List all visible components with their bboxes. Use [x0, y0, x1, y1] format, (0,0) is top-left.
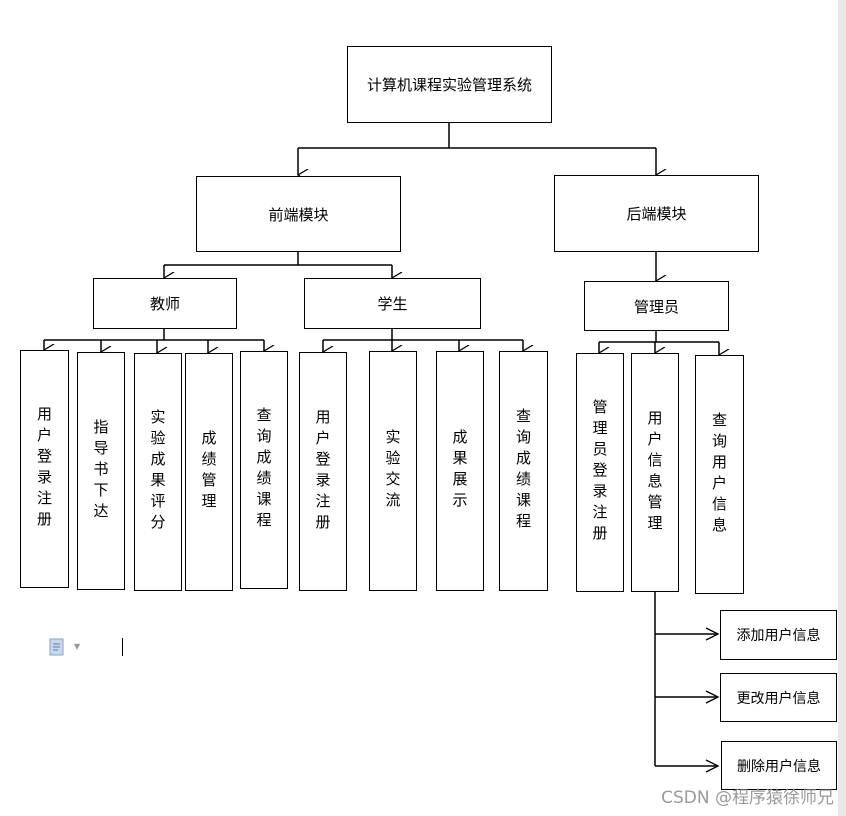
admin-item-query-users-label: 查询用户信息 — [710, 411, 728, 538]
teacher-item-login: 用户登录注册 — [20, 350, 69, 588]
delete-user-info-node: 删除用户信息 — [721, 741, 837, 790]
teacher-item-query-label: 查询成绩课程 — [254, 407, 273, 533]
root-node-label: 计算机课程实验管理系统 — [366, 76, 532, 94]
edit-user-info-label: 更改用户信息 — [736, 690, 821, 707]
teacher-item-guide: 指导书下达 — [77, 352, 125, 590]
scrollbar[interactable] — [838, 0, 846, 816]
student-item-login-label: 用户登录注册 — [313, 408, 332, 535]
student-item-query-label: 查询成绩课程 — [514, 408, 532, 534]
root-node: 计算机课程实验管理系统 — [347, 46, 552, 123]
student-node: 学生 — [304, 278, 481, 329]
watermark: CSDN @程序猿徐师兄 — [661, 788, 834, 808]
teacher-item-query: 查询成绩课程 — [240, 351, 288, 589]
student-item-showcase: 成果展示 — [436, 351, 484, 591]
add-user-info-label: 添加用户信息 — [736, 628, 821, 644]
student-item-exchange-label: 实验交流 — [383, 429, 402, 513]
admin-item-login-label: 管理员登录注册 — [590, 399, 609, 546]
backend-module-label: 后端模块 — [626, 205, 687, 223]
admin-item-user-management-label: 用户信息管理 — [645, 409, 664, 536]
student-item-exchange: 实验交流 — [369, 351, 417, 591]
backend-module-node: 后端模块 — [554, 175, 759, 252]
delete-user-info-label: 删除用户信息 — [737, 758, 821, 775]
frontend-module-node: 前端模块 — [196, 176, 401, 252]
student-item-login: 用户登录注册 — [299, 352, 347, 591]
admin-item-query-users: 查询用户信息 — [695, 355, 744, 594]
admin-item-user-management: 用户信息管理 — [631, 353, 679, 592]
teacher-item-grading: 实验成果评分 — [134, 353, 182, 591]
admin-node: 管理员 — [584, 281, 729, 331]
teacher-node: 教师 — [93, 278, 237, 329]
student-item-showcase-label: 成果展示 — [450, 429, 469, 513]
teacher-node-label: 教师 — [149, 295, 180, 313]
dropdown-caret-icon[interactable]: ▼ — [74, 642, 81, 651]
frontend-module-label: 前端模块 — [268, 205, 329, 224]
admin-item-login: 管理员登录注册 — [576, 353, 624, 592]
teacher-item-guide-label: 指导书下达 — [91, 418, 110, 524]
admin-node-label: 管理员 — [633, 297, 679, 316]
teacher-item-scores: 成绩管理 — [185, 353, 233, 591]
student-node-label: 学生 — [377, 295, 408, 313]
teacher-item-grading-label: 实验成果评分 — [148, 409, 167, 535]
document-icon[interactable] — [48, 638, 68, 656]
text-cursor — [122, 638, 123, 656]
teacher-item-scores-label: 成绩管理 — [199, 430, 218, 514]
add-user-info-node: 添加用户信息 — [720, 610, 837, 660]
teacher-item-login-label: 用户登录注册 — [35, 406, 53, 532]
edit-user-info-node: 更改用户信息 — [720, 673, 837, 722]
student-item-query: 查询成绩课程 — [499, 351, 548, 591]
